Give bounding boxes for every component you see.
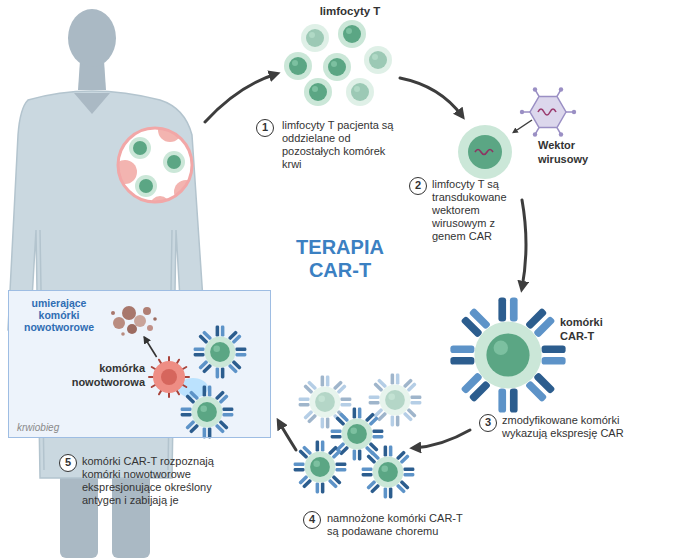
cell-label: komórki CAR-T (560, 315, 620, 343)
step-text: zmodyfikowane komórki wykazują ekspresję… (502, 414, 634, 440)
transduced-cell (458, 120, 532, 179)
car-t-cell-node: komórki CAR-T (474, 321, 542, 389)
car-t-cell (450, 297, 565, 412)
viral-vector (520, 87, 576, 136)
bloodstream-inset-box: krwiobieg umierające komórki nowotworowe k… (8, 290, 271, 438)
callout-number: 4 (303, 511, 321, 529)
t-cell-cluster (284, 20, 392, 106)
dying-cells-shape (109, 301, 157, 337)
connector-arrow (144, 337, 156, 357)
step-text: namnożone komórki CAR-T są podawane chor… (327, 512, 472, 538)
cell-label: komórka nowotworowa (57, 361, 145, 389)
t-cell-group: limfocyty T (285, 2, 415, 106)
group-heading: limfocyty T (285, 4, 415, 18)
callout-number: 5 (59, 454, 77, 472)
expanded-car-t-cells (294, 374, 422, 499)
callout-number: 3 (479, 414, 497, 432)
dying-cells-node: umierające komórki nowotworowe (109, 301, 157, 337)
tumor-cell-shape (149, 357, 189, 397)
cell-label: umierające komórki nowotworowe (15, 297, 103, 333)
inset-caption: krwiobieg (17, 422, 59, 434)
step-text: limfocyty T są transdukowane wektorem wi… (432, 178, 522, 243)
step-text: limfocyty T pacjenta są oddzielane od po… (282, 119, 397, 171)
callout-number: 1 (256, 119, 274, 137)
vector-label: Wektor wirusowy (538, 138, 613, 166)
blood-magnifier (113, 118, 198, 216)
diagram-title: TERAPIA CAR-T (280, 236, 400, 282)
bloodstream-inset (8, 290, 271, 438)
callout-number: 2 (409, 177, 427, 195)
viral-vector-node: Wektor wirusowy (530, 94, 566, 130)
step-text: komórki CAR-T rozpoznają komórki nowotwo… (82, 455, 234, 507)
tumor-cell-node: komórka nowotworowa (149, 357, 189, 397)
